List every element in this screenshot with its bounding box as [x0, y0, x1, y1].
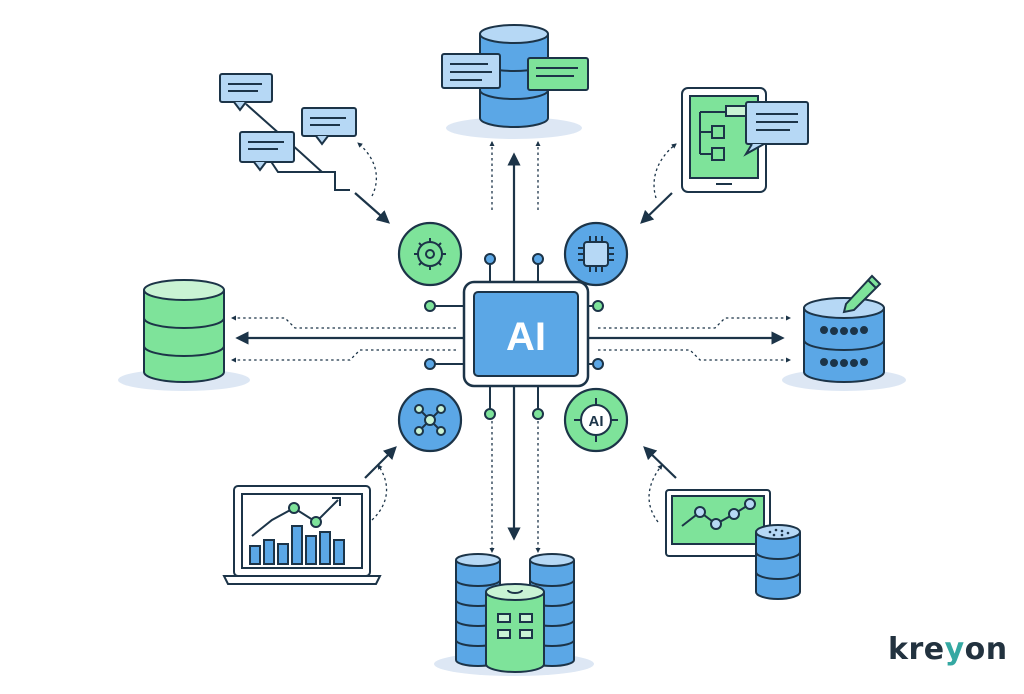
sub-hub-ai-label: AI — [589, 413, 604, 430]
ai-chip-label: AI — [506, 315, 546, 359]
arrow-from-monitor — [643, 446, 677, 479]
server-cylinders-icon[interactable] — [434, 553, 594, 676]
arrow-from-tablet — [640, 192, 673, 224]
sub-hub-network[interactable] — [397, 387, 463, 453]
database-with-chat-icon[interactable] — [441, 24, 589, 139]
dotted-link-right-upper — [598, 315, 792, 329]
dotted-link-left-upper — [230, 315, 456, 329]
dotted-link-right-lower — [598, 349, 792, 363]
dotted-curve-laptop — [371, 464, 388, 521]
sub-hub-gear[interactable] — [397, 221, 463, 287]
dotted-link-left-lower — [230, 349, 456, 363]
monitor-line-chart-icon[interactable] — [665, 489, 801, 600]
arrow-from-chat — [354, 192, 390, 224]
database-with-pen-icon[interactable] — [782, 274, 906, 391]
chat-bubbles-icon[interactable] — [219, 73, 357, 191]
microchip-icon — [578, 236, 614, 272]
sub-hub-chip[interactable] — [563, 221, 629, 287]
laptop-bar-chart-icon[interactable] — [222, 485, 382, 585]
arrow-from-laptop — [364, 446, 397, 479]
tablet-flowchart-icon[interactable] — [681, 87, 809, 193]
connector-dots — [424, 253, 604, 420]
brand-logo-part: on — [964, 632, 1008, 667]
ai-chip-hub[interactable]: AI — [462, 280, 590, 388]
brand-logo-part: kre — [888, 632, 945, 667]
dotted-curve-chat — [357, 142, 378, 197]
gear-icon — [414, 238, 446, 270]
brand-logo-accent: y — [944, 632, 965, 667]
dotted-curve-tablet — [653, 143, 677, 199]
sub-hub-ai-badge[interactable]: AI — [563, 387, 629, 453]
dotted-curve-monitor — [648, 464, 663, 523]
brand-logo: kreyon — [888, 632, 1008, 667]
green-database-icon[interactable] — [118, 279, 250, 391]
network-nodes-icon — [414, 404, 446, 436]
connectors — [230, 140, 792, 554]
